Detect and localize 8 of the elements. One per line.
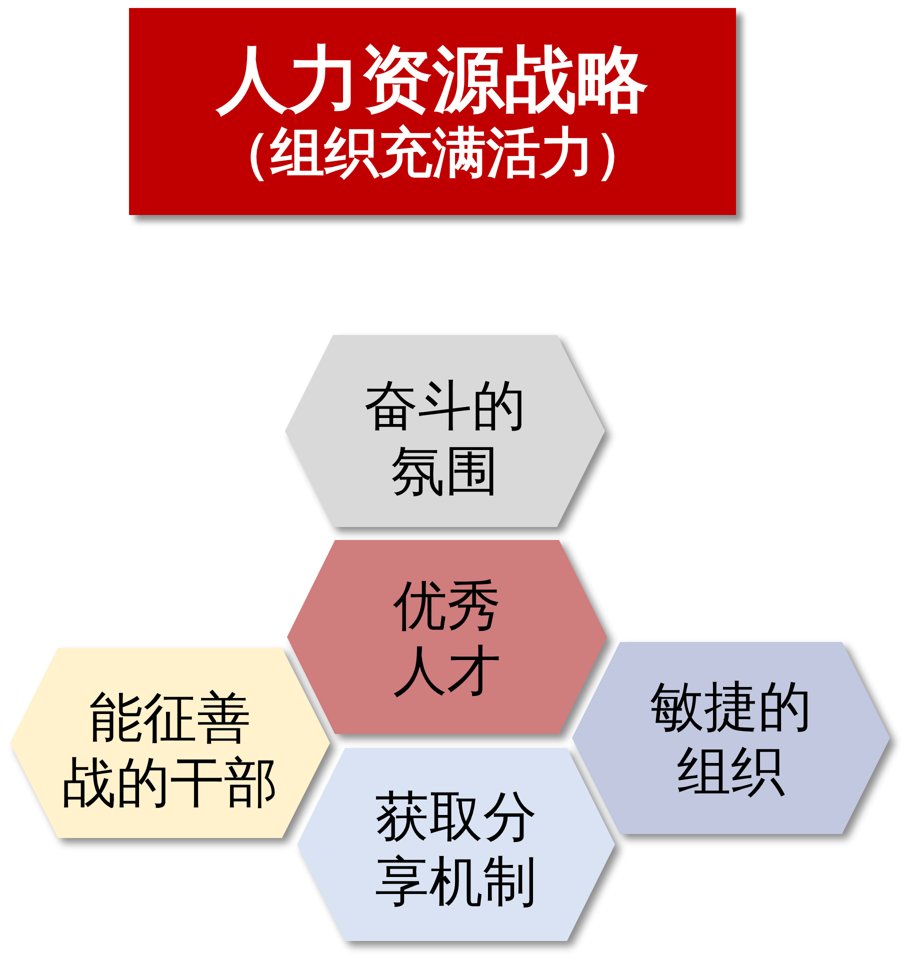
hexagon-label: 获取分享机制 [374, 784, 538, 914]
hexagon-label: 敏捷的组织 [649, 675, 813, 805]
hexagon-label: 能征善战的干部 [61, 686, 279, 816]
banner-title: 人力资源战略 [216, 38, 648, 120]
banner-subtitle: （组织充满活力） [216, 120, 648, 186]
hexagon-label: 奋斗的氛围 [363, 374, 527, 504]
hexagon-label: 优秀人才 [392, 574, 502, 704]
title-banner [129, 8, 736, 215]
